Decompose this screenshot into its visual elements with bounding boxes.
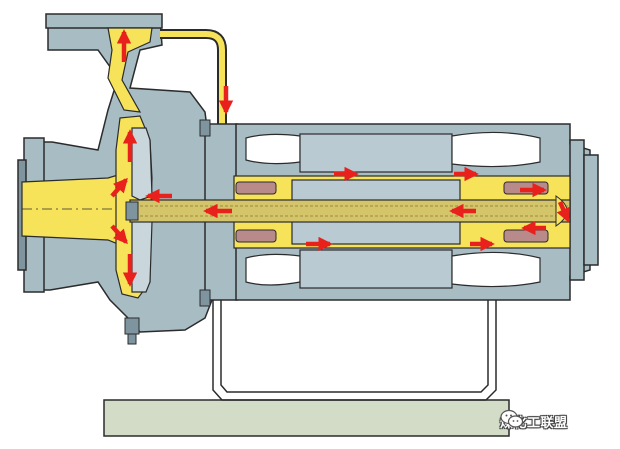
watermark: 煤化工联盟 xyxy=(500,409,568,433)
impeller-nut xyxy=(125,201,139,221)
discharge-flange xyxy=(45,13,163,29)
base-plate xyxy=(103,399,510,437)
stator-winding-bottom xyxy=(245,249,541,289)
stator-winding-top xyxy=(245,131,541,173)
shaft xyxy=(129,195,571,227)
bolt-bottom xyxy=(199,289,211,307)
flow-arrows xyxy=(110,29,571,287)
discharge-passage-fluid xyxy=(107,27,153,113)
flow-arrow-impeller-up xyxy=(110,177,128,198)
flow-arrow-shaft-end xyxy=(556,201,571,223)
bolt-top xyxy=(199,119,211,137)
suction-inlet-fluid xyxy=(21,174,131,245)
impeller xyxy=(131,127,153,293)
drain-plug xyxy=(124,317,140,345)
wechat-icon xyxy=(500,409,524,428)
flow-arrow-impeller-down xyxy=(110,224,128,245)
circulation-pipe xyxy=(160,29,227,170)
support-frame xyxy=(212,300,497,401)
